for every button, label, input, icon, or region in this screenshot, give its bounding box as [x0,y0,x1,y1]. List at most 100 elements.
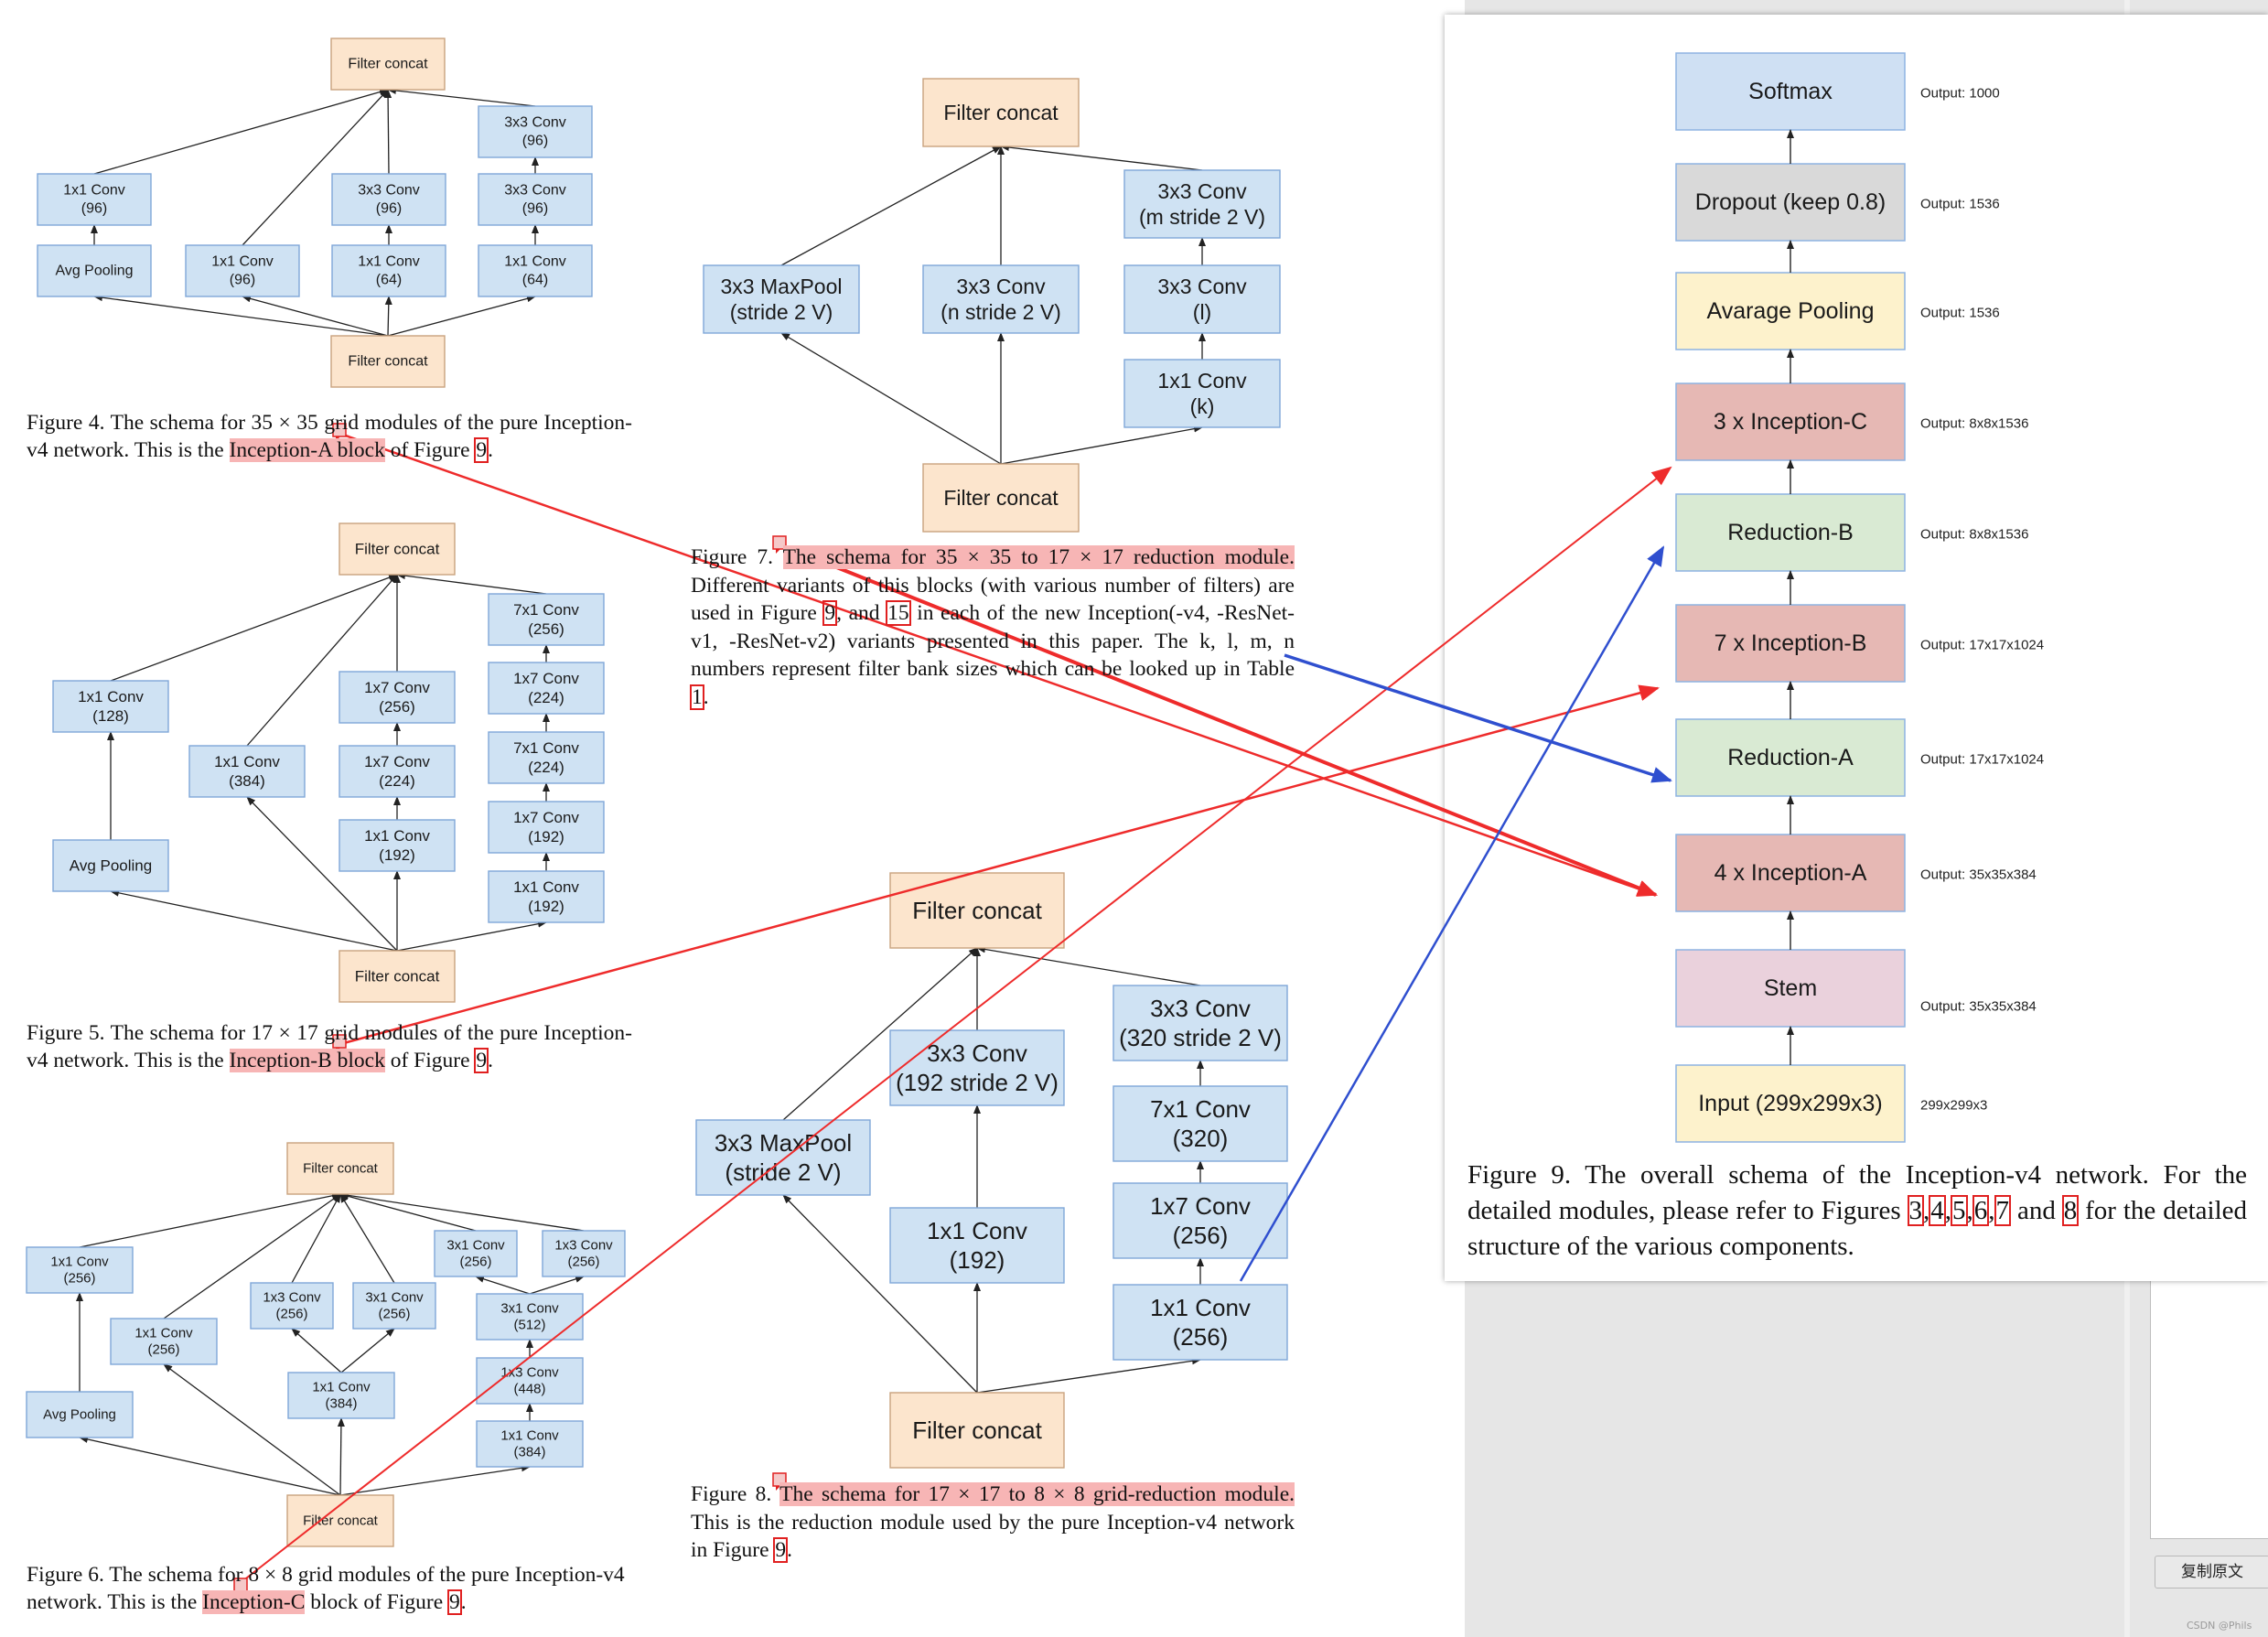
flow-arrow [782,1194,978,1394]
flow-arrow [79,1436,341,1496]
caption-highlight: The schema for 17 × 17 to 8 × 8 grid-red… [779,1482,1295,1506]
filter-concat-node: Filter concat [889,1392,1065,1469]
node-label: 3x3 Conv [1150,995,1251,1022]
caption-text: Figure 6. The schema for 8 × 8 grid modu… [27,1563,625,1614]
annotation-arrow [1239,545,1665,1282]
layer-node: 1x7 Conv(256) [1113,1182,1288,1259]
figure-ref-link[interactable]: 5 [1951,1195,1968,1226]
node-label: 1x1 Conv [63,183,125,199]
figure-ref-link[interactable]: 15 [886,600,911,627]
node-label: 3x1 Conv [446,1237,505,1253]
node-label: 1x1 Conv [504,254,566,270]
layer-node: 3x3 MaxPool(stride 2 V) [695,1119,871,1196]
flow-arrow [163,1193,341,1319]
caption-text: and [2010,1196,2063,1225]
flow-arrow [339,1192,477,1232]
layer-node: 3x1 Conv (256) [434,1230,518,1277]
layer-node: 1x7 Conv(256) [339,671,456,724]
output-shape-label: Output: 35x35x384 [1920,999,2037,1015]
layer-node: 1x1 Conv(128) [52,680,169,733]
figure9-caption: Figure 9. The overall schema of the Ince… [1467,1160,2248,1261]
node-label: 1x3 Conv [554,1237,613,1253]
node-label: (256) [1173,1222,1229,1249]
annotation-arrow [242,466,1672,1582]
figure-ref-link[interactable]: 9 [773,1537,789,1564]
node-label: Avg Pooling [55,264,133,279]
figure-ref-link[interactable]: 9 [474,437,489,463]
caption-text: block of Figure [305,1590,449,1614]
filter-concat-node: Filter concat [286,1142,394,1195]
stack-layer-label: 7 x Inception-B [1714,630,1867,656]
table-ref-link[interactable]: 1 [690,684,704,710]
node-label: 3x3 MaxPool [721,275,843,298]
node-label: 3x3 Conv [1157,179,1247,203]
figure-ref-link[interactable]: 9 [447,1589,462,1615]
layer-node: 7x1 Conv(320) [1113,1085,1288,1162]
layer-node: 1x7 Conv(224) [339,745,456,798]
node-label: (96) [522,133,548,148]
node-label: 1x7 Conv [513,670,579,687]
node-label: (stride 2 V) [725,1158,841,1186]
node-label: Filter concat [912,1416,1042,1444]
node-label: (256) [1173,1323,1229,1351]
figure5-caption: Figure 5. The schema for 17 × 17 grid mo… [27,1019,632,1074]
node-label: (448) [513,1382,545,1397]
caption-text: in each of the new Inception(-v4, -ResNe… [691,601,1295,682]
figure-ref-link[interactable]: 4 [1929,1195,1946,1226]
comment-marker-icon[interactable] [772,535,787,554]
layer-node: 1x3 Conv(256) [250,1282,334,1330]
flow-arrow [387,295,536,337]
caption-text: . [488,1049,494,1072]
output-shape-label: Output: 35x35x384 [1920,867,2037,883]
flow-arrow [780,332,1002,465]
layer-node: Avg Pooling [26,1391,134,1438]
layer-node: 3x3 Conv(192 stride 2 V) [889,1029,1065,1106]
node-label: (256) [567,1255,599,1270]
node-label: (192 stride 2 V) [896,1069,1059,1096]
flow-arrow [780,145,1002,266]
filter-concat-node: Filter concat [330,335,446,388]
flow-arrow [337,1417,345,1496]
node-label: 3x3 Conv [358,183,420,199]
node-label: (512) [513,1318,545,1333]
figure-ref-link[interactable]: 9 [474,1048,489,1073]
node-label: 7x1 Conv [513,601,579,619]
node-label: 1x1 Conv [78,688,144,705]
layer-node: 1x1 Conv(384) [287,1372,395,1419]
figure-ref-link[interactable]: 7 [1994,1195,2012,1226]
node-label: Filter concat [912,897,1042,924]
node-label: (256) [459,1255,491,1270]
node-label: (224) [528,759,564,776]
flow-arrow [340,1328,395,1373]
node-label: 1x1 Conv [50,1254,109,1269]
node-label: (384) [325,1396,357,1412]
figure-ref-link[interactable]: 6 [1972,1195,1990,1226]
figure-ref-link[interactable]: 8 [2061,1195,2080,1226]
node-label: 1x1 Conv [1150,1294,1251,1321]
comment-marker-icon[interactable] [332,423,347,441]
node-label: Filter concat [348,57,428,72]
side-panel [2150,1263,2268,1539]
flow-arrow [782,947,978,1121]
figure-ref-link[interactable]: 9 [822,600,838,627]
stack-layer-label: Reduction-A [1727,745,1854,770]
figure-ref-link[interactable]: 3 [1907,1195,1925,1226]
filter-concat-node: Filter concat [339,522,456,576]
flow-arrow [529,1275,585,1295]
flow-arrow [475,1275,531,1295]
node-label: (96) [81,200,107,216]
layer-node: 3x3 Conv(96) [478,105,593,158]
flow-arrow [163,1363,341,1496]
caption-highlight: Inception-B block [229,1049,385,1072]
flow-arrow [339,1464,531,1496]
flow-arrow [387,87,536,107]
copy-original-button[interactable]: 复制原文 [2155,1556,2268,1589]
flow-arrow [339,1191,585,1232]
node-label: (l) [1193,300,1211,324]
